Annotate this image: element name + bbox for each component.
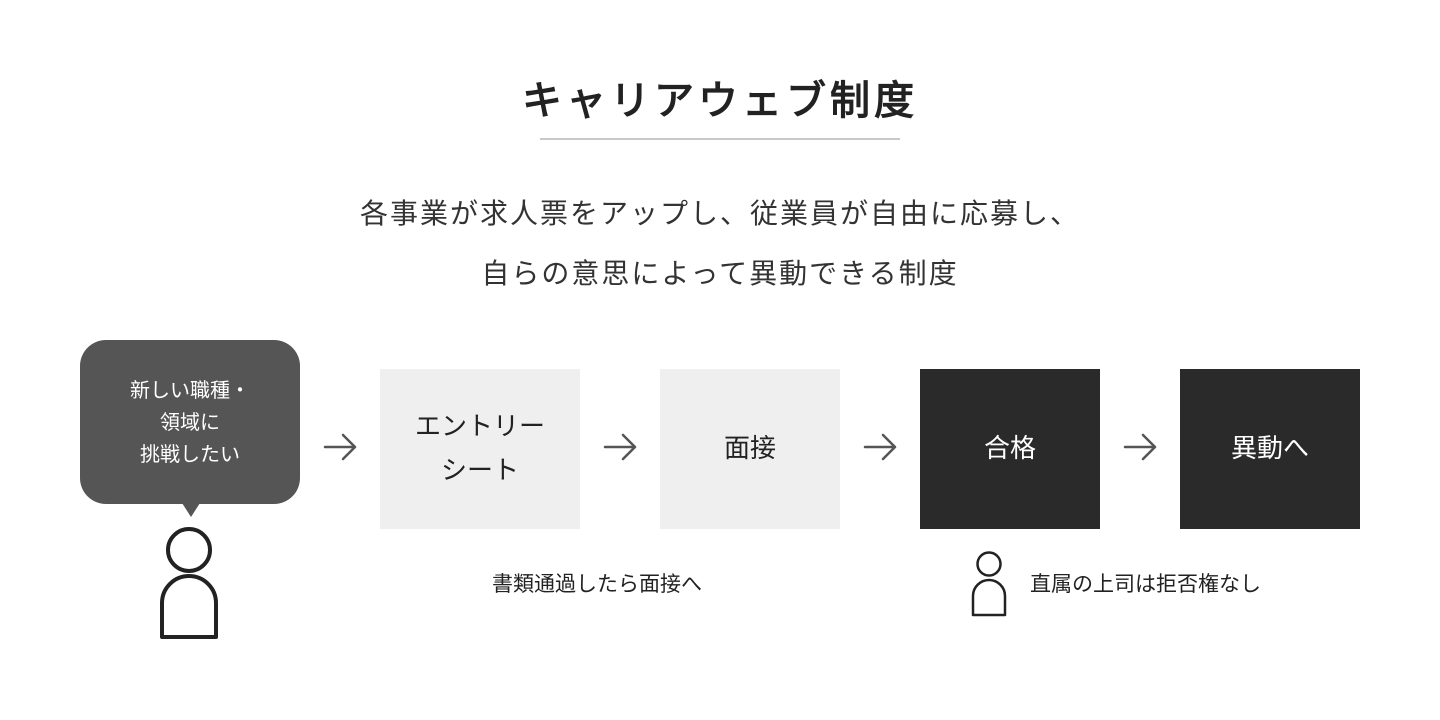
screening-note: 書類通過したら面接へ — [492, 572, 702, 596]
step-entry-sheet: エントリー シート — [380, 369, 580, 529]
title-underline — [540, 138, 900, 140]
page-title: キャリアウェブ制度 — [522, 78, 918, 124]
supervisor-person-icon — [971, 551, 1007, 617]
person-icon — [160, 527, 218, 639]
step-pass: 合格 — [920, 369, 1100, 529]
description-line-2: 自らの意思によって異動できる制度 — [481, 257, 959, 290]
step-transfer: 異動へ — [1180, 369, 1360, 529]
no-veto-note: 直属の上司は拒否権なし — [1030, 572, 1261, 596]
step-interview: 面接 — [660, 369, 840, 529]
speech-bubble-text: 新しい職種・ 領域に 挑戦したい — [130, 378, 250, 466]
arrow-right-icon — [603, 433, 637, 461]
speech-bubble-tail — [182, 503, 200, 517]
speech-bubble: 新しい職種・ 領域に 挑戦したい — [80, 340, 300, 504]
arrow-right-icon — [863, 433, 897, 461]
description-line-1: 各事業が求人票をアップし、従業員が自由に応募し、 — [359, 197, 1080, 230]
arrow-right-icon — [323, 433, 357, 461]
arrow-right-icon — [1123, 433, 1157, 461]
